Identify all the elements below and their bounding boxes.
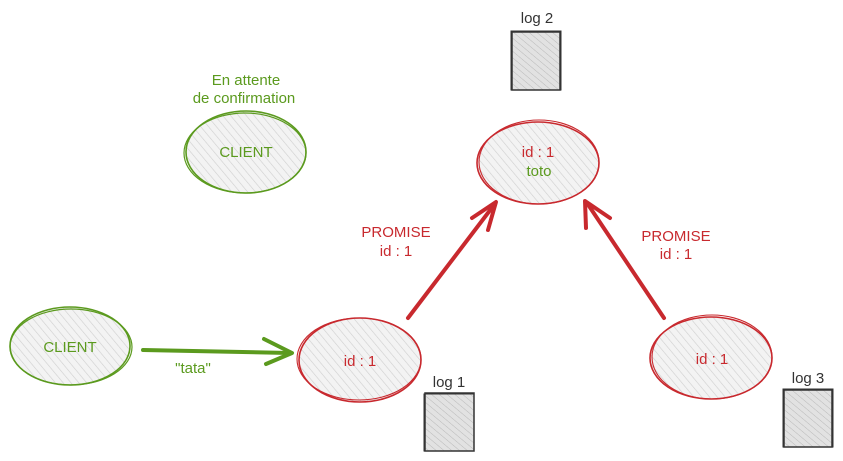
client-sender-node: CLIENT	[9, 306, 133, 386]
node-left-log-label: log 1	[433, 374, 466, 391]
client-waiting-status-line2: de confirmation	[193, 90, 296, 107]
client-waiting-node: En attente de confirmation CLIENT	[183, 72, 307, 194]
promise-left-id: id : 1	[380, 243, 413, 260]
node-left-id: id : 1	[344, 353, 377, 370]
promise-right-id: id : 1	[660, 246, 693, 263]
node-right: id : 1 log 3	[649, 314, 834, 448]
node-right-id: id : 1	[696, 351, 729, 368]
node-top-log-label: log 2	[521, 10, 554, 27]
client-waiting-status-line1: En attente	[212, 72, 280, 89]
promise-left-title: PROMISE	[361, 224, 430, 241]
node-left: id : 1 log 1	[296, 317, 475, 452]
node-right-log-label: log 3	[792, 370, 825, 387]
client-request-arrow: "tata"	[141, 337, 294, 377]
client-message-label: "tata"	[175, 360, 211, 377]
client-waiting-label: CLIENT	[219, 144, 272, 161]
client-sender-label: CLIENT	[43, 339, 96, 356]
node-top-id: id : 1	[522, 144, 555, 161]
node-top: log 2 id : 1 toto	[476, 10, 600, 205]
promise-right-title: PROMISE	[641, 228, 710, 245]
promise-arrow-right: PROMISE id : 1	[583, 199, 711, 320]
node-top-value: toto	[526, 163, 551, 180]
promise-arrow-left: PROMISE id : 1	[361, 200, 498, 320]
